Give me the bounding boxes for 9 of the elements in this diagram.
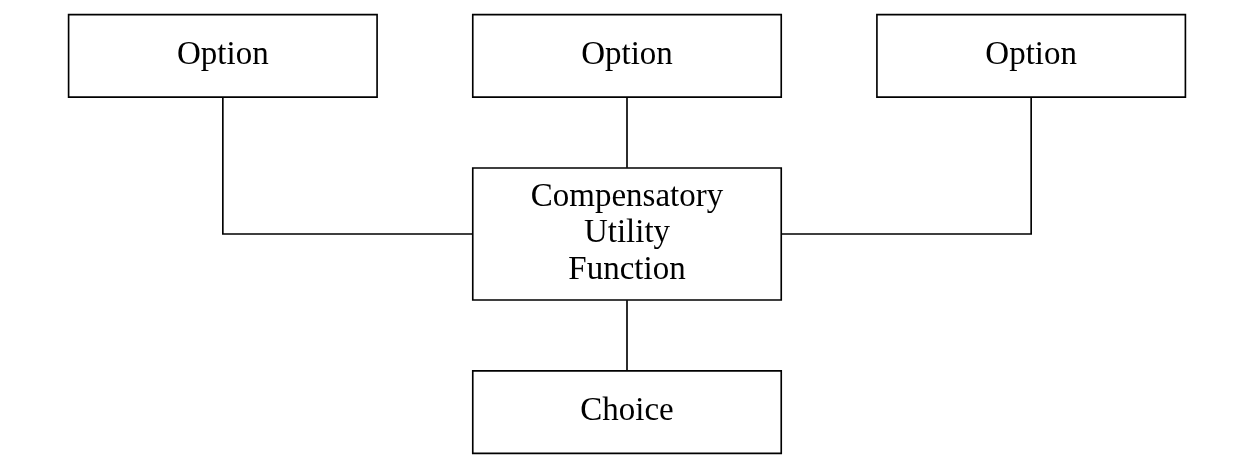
node-box: Choice [471, 370, 782, 455]
connector [625, 96, 628, 169]
node-box: Option [875, 13, 1186, 98]
connector [221, 96, 473, 235]
connector [780, 96, 1032, 235]
node-box: Option [67, 13, 378, 98]
connector [625, 299, 628, 372]
node-box: Option [471, 13, 782, 98]
node-box: Compensatory Utility Function [471, 167, 782, 301]
